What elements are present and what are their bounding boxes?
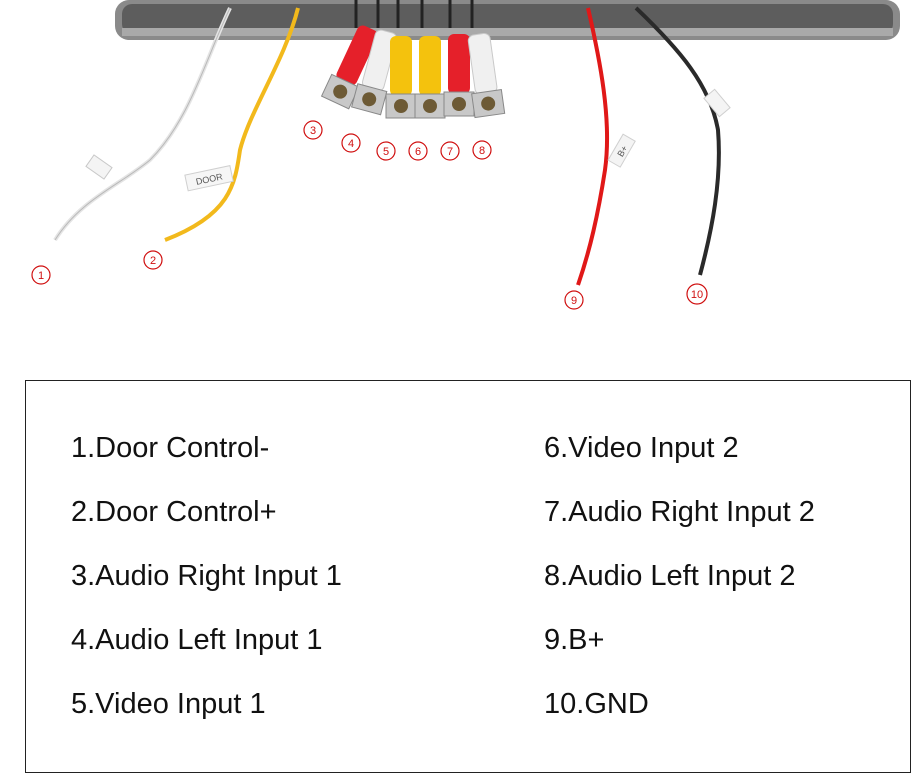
callout-3-label: 3 bbox=[310, 125, 316, 137]
red-wire-tag-text: B+ bbox=[615, 144, 629, 159]
callout-9: 9 bbox=[564, 290, 584, 310]
monitor-housing bbox=[115, 0, 900, 40]
callout-5: 5 bbox=[376, 141, 396, 161]
legend-item-2: 2.Door Control+ bbox=[71, 496, 277, 528]
legend-item-5: 5.Video Input 1 bbox=[71, 688, 266, 720]
legend-item-9: 9.B+ bbox=[544, 624, 605, 656]
yellow-wire-tag bbox=[184, 165, 234, 192]
legend-item-1: 1.Door Control- bbox=[71, 432, 270, 464]
legend-item-3: 3.Audio Right Input 1 bbox=[71, 560, 342, 592]
rca-connector-6 bbox=[414, 36, 446, 119]
yellow-wire bbox=[164, 7, 300, 242]
white-wire bbox=[53, 7, 232, 242]
callout-2: 2 bbox=[143, 250, 163, 270]
legend-item-6: 6.Video Input 2 bbox=[544, 432, 739, 464]
callout-7-label: 7 bbox=[447, 146, 453, 158]
red-wire-tag bbox=[607, 133, 636, 168]
callout-5-label: 5 bbox=[383, 146, 389, 158]
callout-1: 1 bbox=[31, 265, 51, 285]
callout-6-label: 6 bbox=[415, 146, 421, 158]
callout-10: 10 bbox=[686, 283, 708, 305]
callout-7: 7 bbox=[440, 141, 460, 161]
rca-connector-4 bbox=[350, 29, 398, 116]
rca-connector-5 bbox=[385, 36, 417, 119]
callout-2-label: 2 bbox=[150, 255, 156, 267]
legend-item-10: 10.GND bbox=[544, 688, 649, 720]
rca-connector-8 bbox=[467, 32, 506, 119]
white-wire-tag bbox=[85, 154, 113, 180]
callout-1-label: 1 bbox=[38, 270, 44, 282]
black-wire bbox=[634, 6, 721, 276]
callout-10-label: 10 bbox=[691, 289, 703, 301]
legend-item-4: 4.Audio Left Input 1 bbox=[71, 624, 323, 656]
callout-8: 8 bbox=[472, 140, 492, 160]
rca-connector-7 bbox=[443, 34, 475, 117]
wiring-diagram: DOOR B+ bbox=[31, 0, 900, 310]
legend-item-7: 7.Audio Right Input 2 bbox=[544, 496, 815, 528]
callout-8-label: 8 bbox=[479, 145, 485, 157]
callout-3: 3 bbox=[303, 120, 323, 140]
rca-cables bbox=[354, 0, 474, 28]
red-wire bbox=[576, 7, 610, 286]
callout-4: 4 bbox=[341, 133, 361, 153]
callout-6: 6 bbox=[408, 141, 428, 161]
legend-item-8: 8.Audio Left Input 2 bbox=[544, 560, 796, 592]
legend-box: 1.Door Control- 2.Door Control+ 3.Audio … bbox=[25, 380, 911, 773]
callout-9-label: 9 bbox=[571, 295, 577, 307]
black-wire-tag bbox=[703, 88, 731, 118]
callout-4-label: 4 bbox=[348, 138, 354, 150]
